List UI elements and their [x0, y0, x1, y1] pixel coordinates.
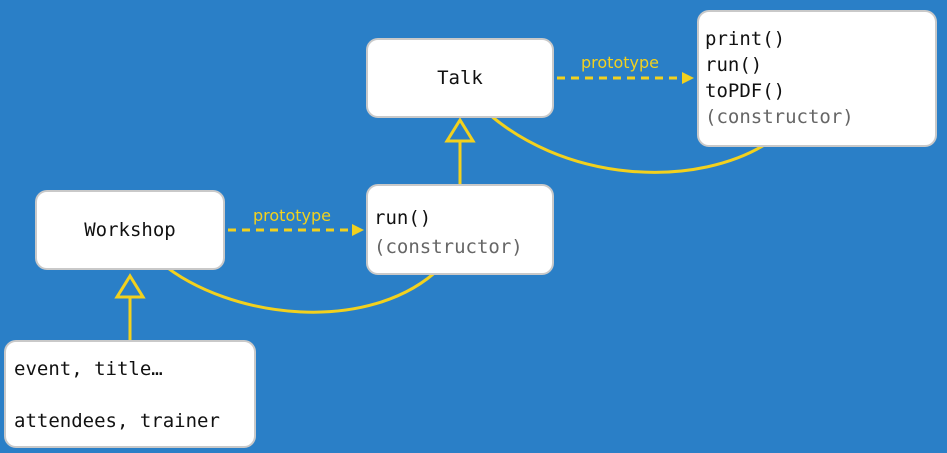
talk-proto-line-run: run() [705, 54, 763, 76]
instance-line-attendees-trainer: attendees, trainer [14, 410, 220, 432]
instance-box: event, title… attendees, trainer [4, 340, 256, 448]
workshop-constructor-curve [159, 260, 442, 314]
talk-label: Talk [437, 67, 483, 89]
talk-prototype-arrowhead [682, 72, 694, 84]
prototype-label-top: prototype [581, 53, 659, 72]
talk-proto-line-print: print() [705, 28, 786, 50]
talk-box: Talk [366, 38, 554, 118]
talk-prototype-box: print() run() toPDF() (constructor) [697, 10, 937, 147]
talk-proto-line-topdf: toPDF() [705, 80, 786, 102]
prototype-label-mid: prototype [253, 206, 331, 225]
talk-proto-line-constructor: (constructor) [705, 106, 854, 128]
workshop-inheritance-triangle [114, 273, 146, 299]
talk-inheritance-triangle [444, 117, 476, 143]
workshop-proto-line-constructor: (constructor) [374, 236, 523, 258]
instance-line-event-title: event, title… [14, 358, 163, 380]
talk-constructor-curve [476, 102, 773, 174]
workshop-prototype-arrowhead [352, 224, 364, 236]
workshop-prototype-box: run() (constructor) [366, 184, 554, 275]
workshop-box: Workshop [35, 190, 225, 270]
workshop-label: Workshop [84, 219, 176, 241]
workshop-proto-line-run: run() [374, 207, 432, 229]
